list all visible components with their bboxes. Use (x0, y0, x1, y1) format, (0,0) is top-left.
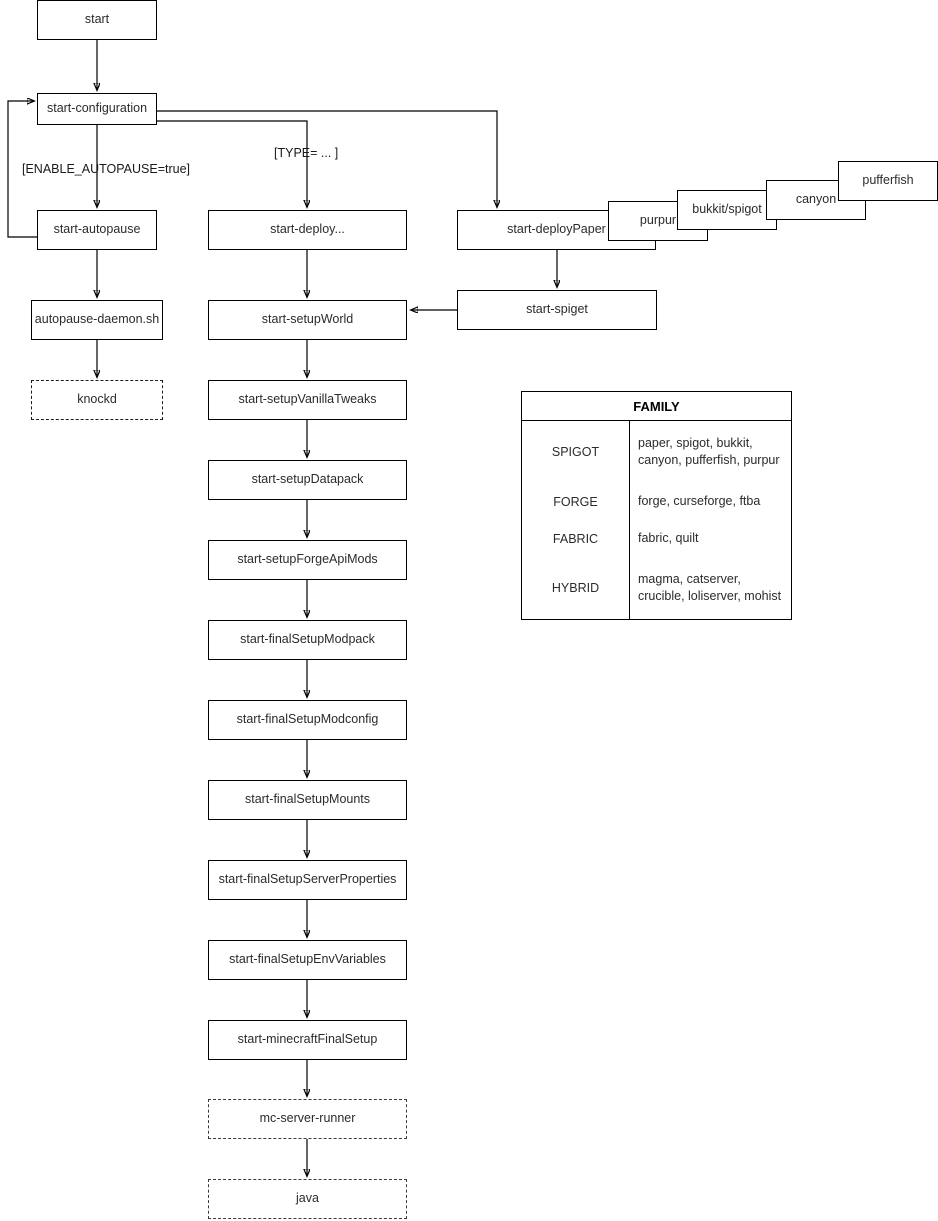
family-table-header: FAMILY (522, 392, 791, 421)
node-start-setupforgeapimods[interactable]: start-setupForgeApiMods (208, 540, 407, 580)
table-row: SPIGOT paper, spigot, bukkit, canyon, pu… (522, 420, 791, 484)
family-legend-table: FAMILY SPIGOT paper, spigot, bukkit, can… (521, 391, 792, 620)
node-start-deploy[interactable]: start-deploy... (208, 210, 407, 250)
node-start-finalsetupmodpack[interactable]: start-finalSetupModpack (208, 620, 407, 660)
family-key-forge: FORGE (522, 483, 630, 521)
table-row: FABRIC fabric, quilt (522, 520, 791, 558)
node-java[interactable]: java (208, 1179, 407, 1219)
node-bukkit-spigot[interactable]: bukkit/spigot (677, 190, 777, 230)
edge-configuration-to-deploypaper (157, 110, 497, 207)
node-start-finalsetupserverproperties[interactable]: start-finalSetupServerProperties (208, 860, 407, 900)
table-row: FORGE forge, curseforge, ftba (522, 483, 791, 521)
table-row: HYBRID magma, catserver, crucible, lolis… (522, 557, 791, 619)
node-knockd[interactable]: knockd (31, 380, 163, 420)
family-key-fabric: FABRIC (522, 520, 630, 558)
family-value-spigot: paper, spigot, bukkit, canyon, pufferfis… (638, 436, 780, 468)
node-mc-server-runner[interactable]: mc-server-runner (208, 1099, 407, 1139)
node-start-finalsetupenvvariables[interactable]: start-finalSetupEnvVariables (208, 940, 407, 980)
edge-configuration-to-deploy (157, 120, 307, 207)
node-start-configuration[interactable]: start-configuration (37, 93, 157, 125)
family-value-fabric: fabric, quilt (638, 531, 699, 546)
edge-label-enable-autopause: [ENABLE_AUTOPAUSE=true] (22, 162, 191, 176)
node-autopause-daemon-sh[interactable]: autopause-daemon.sh (31, 300, 163, 340)
family-key-hybrid: HYBRID (522, 557, 630, 619)
edge-label-type: [TYPE= ... ] (274, 146, 339, 160)
node-start-spiget[interactable]: start-spiget (457, 290, 657, 330)
family-key-spigot: SPIGOT (522, 420, 630, 484)
node-start[interactable]: start (37, 0, 157, 40)
node-start-setupworld[interactable]: start-setupWorld (208, 300, 407, 340)
family-value-hybrid: magma, catserver, crucible, loliserver, … (638, 572, 782, 603)
node-start-finalsetupmodconfig[interactable]: start-finalSetupModconfig (208, 700, 407, 740)
node-start-finalsetupmounts[interactable]: start-finalSetupMounts (208, 780, 407, 820)
family-value-forge: forge, curseforge, ftba (638, 494, 761, 509)
node-start-setupvanillatweaks[interactable]: start-setupVanillaTweaks (208, 380, 407, 420)
node-start-setupdatapack[interactable]: start-setupDatapack (208, 460, 407, 500)
edge-autopause-loopback (7, 101, 37, 238)
node-pufferfish[interactable]: pufferfish (838, 161, 938, 201)
node-start-minecraftfinalsetup[interactable]: start-minecraftFinalSetup (208, 1020, 407, 1060)
node-start-autopause[interactable]: start-autopause (37, 210, 157, 250)
